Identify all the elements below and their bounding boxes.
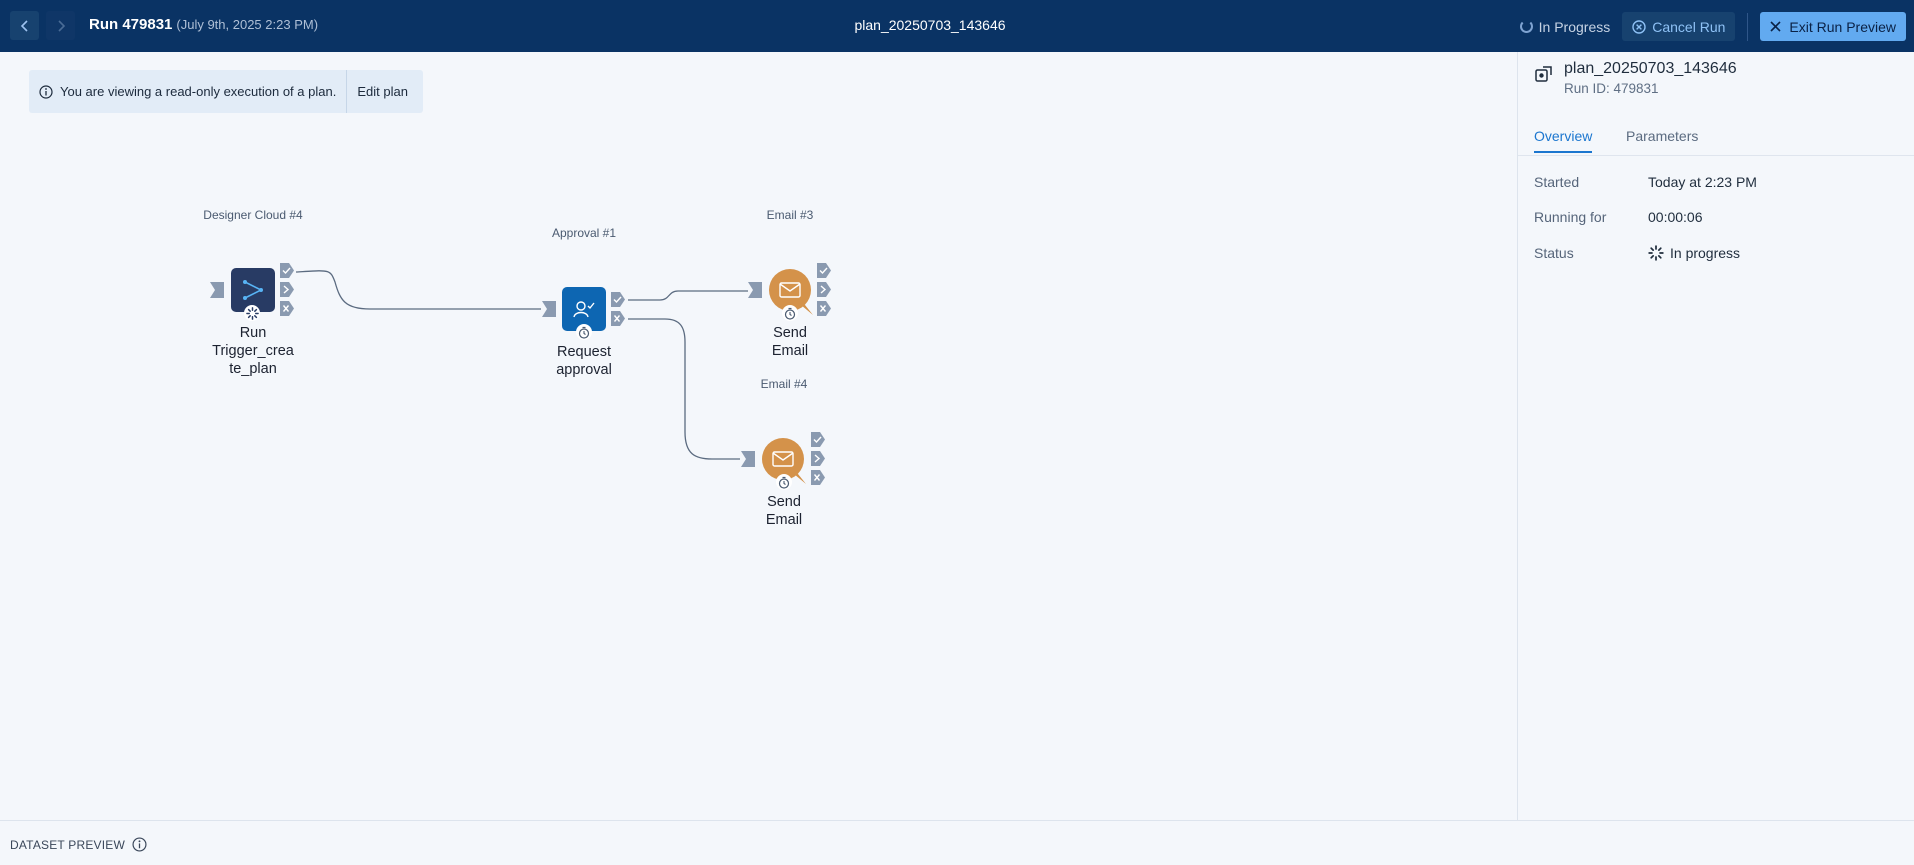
banner-divider <box>346 70 348 113</box>
spinner-icon <box>245 306 259 320</box>
info-key: Running for <box>1534 209 1607 225</box>
plan-name-title: plan_20250703_143646 <box>854 17 1006 33</box>
success-port-icon <box>280 263 294 278</box>
next-port-icon <box>280 282 294 297</box>
run-date: (July 9th, 2025 2:23 PM) <box>176 17 319 32</box>
timer-icon <box>578 326 590 339</box>
tab-overview[interactable]: Overview <box>1534 128 1593 153</box>
run-title: Run 479831(July 9th, 2025 2:23 PM) <box>89 16 318 33</box>
email-tail-icon <box>794 474 806 484</box>
info-value: In progress <box>1648 245 1740 261</box>
panel-plan-name: plan_20250703_143646 <box>1564 60 1737 77</box>
top-bar: Run 479831(July 9th, 2025 2:23 PM) plan_… <box>0 0 1914 52</box>
panel-run-id: Run ID: 479831 <box>1564 81 1659 96</box>
node-label: Request approval <box>556 344 612 378</box>
approval-user-icon <box>573 301 595 318</box>
node-connectors <box>295 270 748 460</box>
dataset-preview-bar[interactable]: DATASET PREVIEW <box>0 820 1914 865</box>
exit-run-preview-button[interactable]: Exit Run Preview <box>1760 12 1906 41</box>
approval-tile[interactable] <box>562 287 606 331</box>
success-port-icon <box>811 432 825 447</box>
pending-timer-badge <box>782 305 798 321</box>
play-flow-icon <box>243 280 263 300</box>
cancel-run-button[interactable]: Cancel Run <box>1622 12 1736 41</box>
input-port-icon <box>210 282 224 298</box>
connector-approval-to-email4 <box>628 318 740 460</box>
node-caption: Email #4 <box>760 377 808 391</box>
plan-icon <box>1535 66 1552 82</box>
spinner-icon <box>1648 245 1664 261</box>
mail-icon <box>779 282 801 298</box>
success-port-icon <box>817 263 831 278</box>
node-caption: Designer Cloud #4 <box>203 208 303 222</box>
input-port-icon <box>741 451 755 467</box>
failure-port-icon <box>611 311 625 326</box>
mail-icon <box>772 451 794 467</box>
input-port-icon <box>542 301 556 317</box>
divider <box>1747 12 1749 41</box>
read-only-banner: You are viewing a read-only execution of… <box>29 70 423 113</box>
node-label: Send Email <box>771 325 809 359</box>
tab-parameters[interactable]: Parameters <box>1626 128 1699 144</box>
plan-canvas[interactable]: You are viewing a read-only execution of… <box>0 52 1517 820</box>
banner-message: You are viewing a read-only execution of… <box>60 84 337 99</box>
email-tail-icon <box>801 305 813 315</box>
failure-port-icon <box>811 470 825 485</box>
run-status: In Progress <box>1519 18 1611 35</box>
close-icon <box>1770 21 1781 32</box>
spinner-icon <box>1519 20 1533 33</box>
panel-tabs: Overview Parameters <box>1518 128 1914 156</box>
timer-icon <box>778 476 790 489</box>
info-key: Status <box>1534 245 1574 261</box>
info-icon <box>39 84 53 99</box>
exit-run-preview-label: Exit Run Preview <box>1789 18 1896 35</box>
next-port-icon <box>817 282 831 297</box>
running-spinner-badge <box>244 305 260 321</box>
dataset-preview-label: DATASET PREVIEW <box>10 837 126 852</box>
panel-header: plan_20250703_143646 Run ID: 479831 <box>1534 60 1737 96</box>
connector-designer-to-approval <box>295 270 541 310</box>
connector-approval-to-email3 <box>628 290 748 301</box>
failure-port-icon <box>817 301 831 316</box>
back-button[interactable] <box>10 11 39 40</box>
run-details-panel: plan_20250703_143646 Run ID: 479831 Over… <box>1517 52 1914 820</box>
input-port-icon <box>748 282 762 298</box>
info-value: Today at 2:23 PM <box>1648 174 1757 190</box>
cancel-circle-icon <box>1632 19 1646 34</box>
run-title-text: Run 479831 <box>89 16 173 33</box>
timer-icon <box>784 307 796 320</box>
next-port-icon <box>811 451 825 466</box>
chevron-right-icon <box>57 19 65 32</box>
pending-timer-badge <box>776 474 792 490</box>
designer-cloud-tile[interactable] <box>231 268 275 312</box>
email-tile[interactable] <box>762 438 804 480</box>
info-value: 00:00:06 <box>1648 209 1703 225</box>
run-status-label: In Progress <box>1538 18 1611 35</box>
status-text: In progress <box>1670 245 1741 261</box>
email-tile[interactable] <box>769 269 811 311</box>
node-label: Run Trigger_crea te_plan <box>212 325 294 377</box>
node-caption: Approval #1 <box>551 226 617 240</box>
chevron-left-icon <box>20 19 28 32</box>
success-port-icon <box>611 292 625 307</box>
failure-port-icon <box>280 301 294 316</box>
cancel-run-label: Cancel Run <box>1652 18 1726 35</box>
info-icon[interactable] <box>132 837 147 852</box>
edit-plan-button[interactable]: Edit plan <box>357 84 408 99</box>
node-label: Send Email <box>765 494 803 528</box>
pending-timer-badge <box>576 324 592 340</box>
node-caption: Email #3 <box>766 208 814 222</box>
info-key: Started <box>1534 174 1580 190</box>
forward-button[interactable] <box>46 11 75 40</box>
